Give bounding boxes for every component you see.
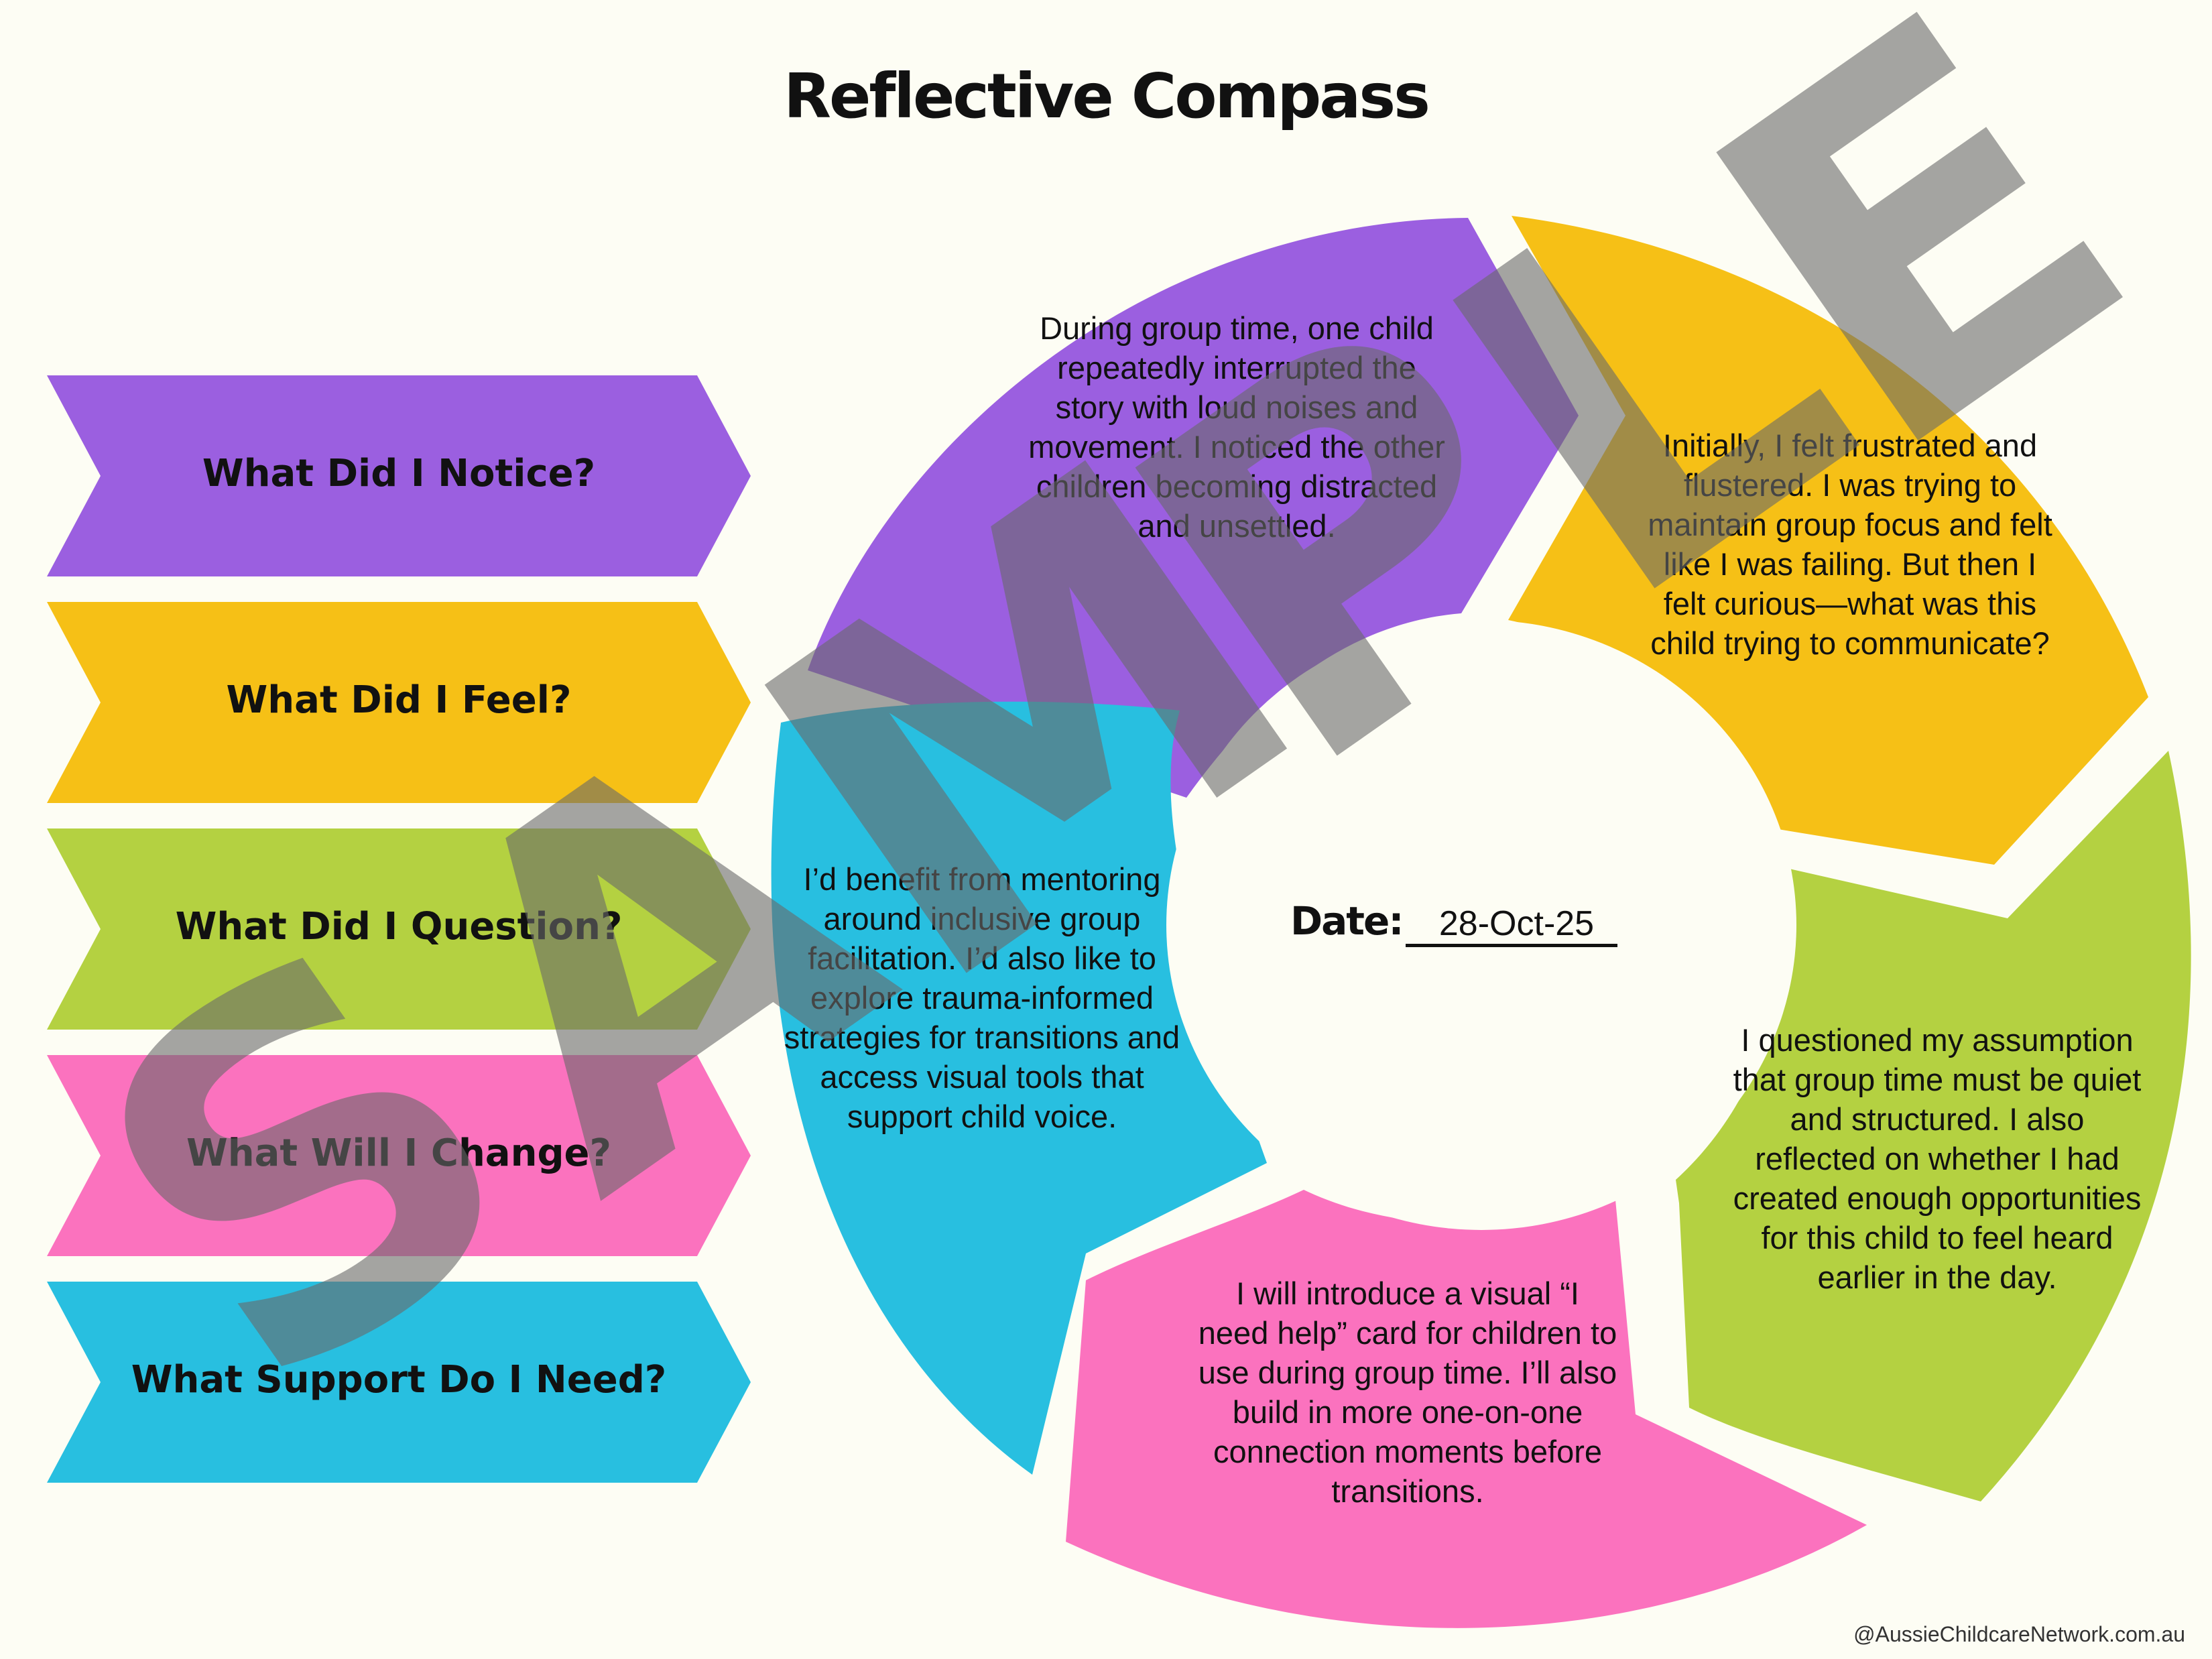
chevron-label-support: What Support Do I Need? [131, 1358, 667, 1402]
text-line: like I was failing. But then I [1663, 546, 2037, 582]
chevron-label-change: What Will I Change? [186, 1131, 612, 1175]
text-line: facilitation. I’d also like to [808, 940, 1156, 976]
segment-shape-notice [808, 218, 1579, 798]
text-line: movement. I noticed the other [1028, 429, 1445, 465]
chevron-shape-support [47, 1282, 751, 1483]
segment-text-feel: Initially, I felt frustrated and fluster… [1582, 426, 2118, 663]
compass-center [1166, 620, 1796, 1230]
text-line: transitions. [1331, 1473, 1484, 1509]
text-line: use during group time. I’ll also [1198, 1355, 1617, 1390]
text-line: earlier in the day. [1817, 1259, 2057, 1295]
chevron-shape-question [47, 828, 751, 1030]
page-title: Reflective Compass [784, 60, 1430, 132]
segment-text-change: I will introduce a visual “I need help” … [1140, 1274, 1676, 1511]
text-line: felt curious—what was this [1663, 586, 2037, 621]
text-line: I questioned my assumption [1741, 1022, 2134, 1058]
text-line: access visual tools that [820, 1059, 1144, 1095]
chevron-shape-change [47, 1055, 751, 1256]
text-line: flustered. I was trying to [1683, 467, 2017, 503]
date-field: Date: 28-Oct-25 [1290, 898, 1693, 952]
text-line: for this child to feel heard [1761, 1220, 2113, 1255]
segment-text-support: I’d benefit from mentoring around inclus… [714, 859, 1250, 1136]
text-line: need help” card for children to [1198, 1315, 1617, 1351]
text-line: child trying to communicate? [1650, 625, 2050, 661]
text-line: support child voice. [847, 1099, 1117, 1134]
text-line: that group time must be quiet [1733, 1062, 2142, 1097]
credit-text: @AussieChildcareNetwork.com.au [1853, 1622, 2185, 1646]
text-line: explore trauma-informed [810, 980, 1154, 1016]
text-line: repeatedly interrupted the [1057, 350, 1416, 385]
date-value: 28-Oct-25 [1438, 904, 1595, 943]
text-line: build in more one-on-one [1232, 1394, 1583, 1430]
chevron-label-question: What Did I Question? [175, 905, 623, 948]
text-line: I’d benefit from mentoring [803, 861, 1161, 897]
chevron-shape-notice [47, 375, 751, 576]
text-line: maintain group focus and felt [1648, 507, 2052, 542]
chevron-shape-feel [47, 602, 751, 803]
segment-text-question: I questioned my assumption that group ti… [1669, 1020, 2205, 1297]
text-line: strategies for transitions and [784, 1020, 1180, 1055]
text-line: I will introduce a visual “I [1236, 1276, 1579, 1311]
text-line: and structured. I also [1790, 1101, 2085, 1137]
text-line: connection moments before [1213, 1434, 1602, 1469]
segment-shape-question [1676, 751, 2191, 1501]
text-line: Initially, I felt frustrated and [1662, 428, 2038, 463]
text-line: and unsettled. [1138, 508, 1336, 544]
date-label: Date: [1290, 898, 1404, 944]
chevron-label-notice: What Did I Notice? [202, 452, 596, 495]
chevron-label-feel: What Did I Feel? [226, 678, 572, 722]
text-line: story with loud noises and [1055, 389, 1418, 425]
text-line: children becoming distracted [1036, 469, 1438, 504]
text-line: around inclusive group [823, 901, 1141, 936]
date-underline [1406, 944, 1617, 947]
segment-text-notice: During group time, one child repeatedly … [959, 308, 1515, 546]
text-line: created enough opportunities [1733, 1180, 2142, 1216]
segment-shape-change [1066, 1190, 1867, 1628]
segment-shape-support [771, 701, 1267, 1475]
text-line: reflected on whether I had [1755, 1141, 2119, 1176]
text-line: During group time, one child [1040, 310, 1434, 346]
